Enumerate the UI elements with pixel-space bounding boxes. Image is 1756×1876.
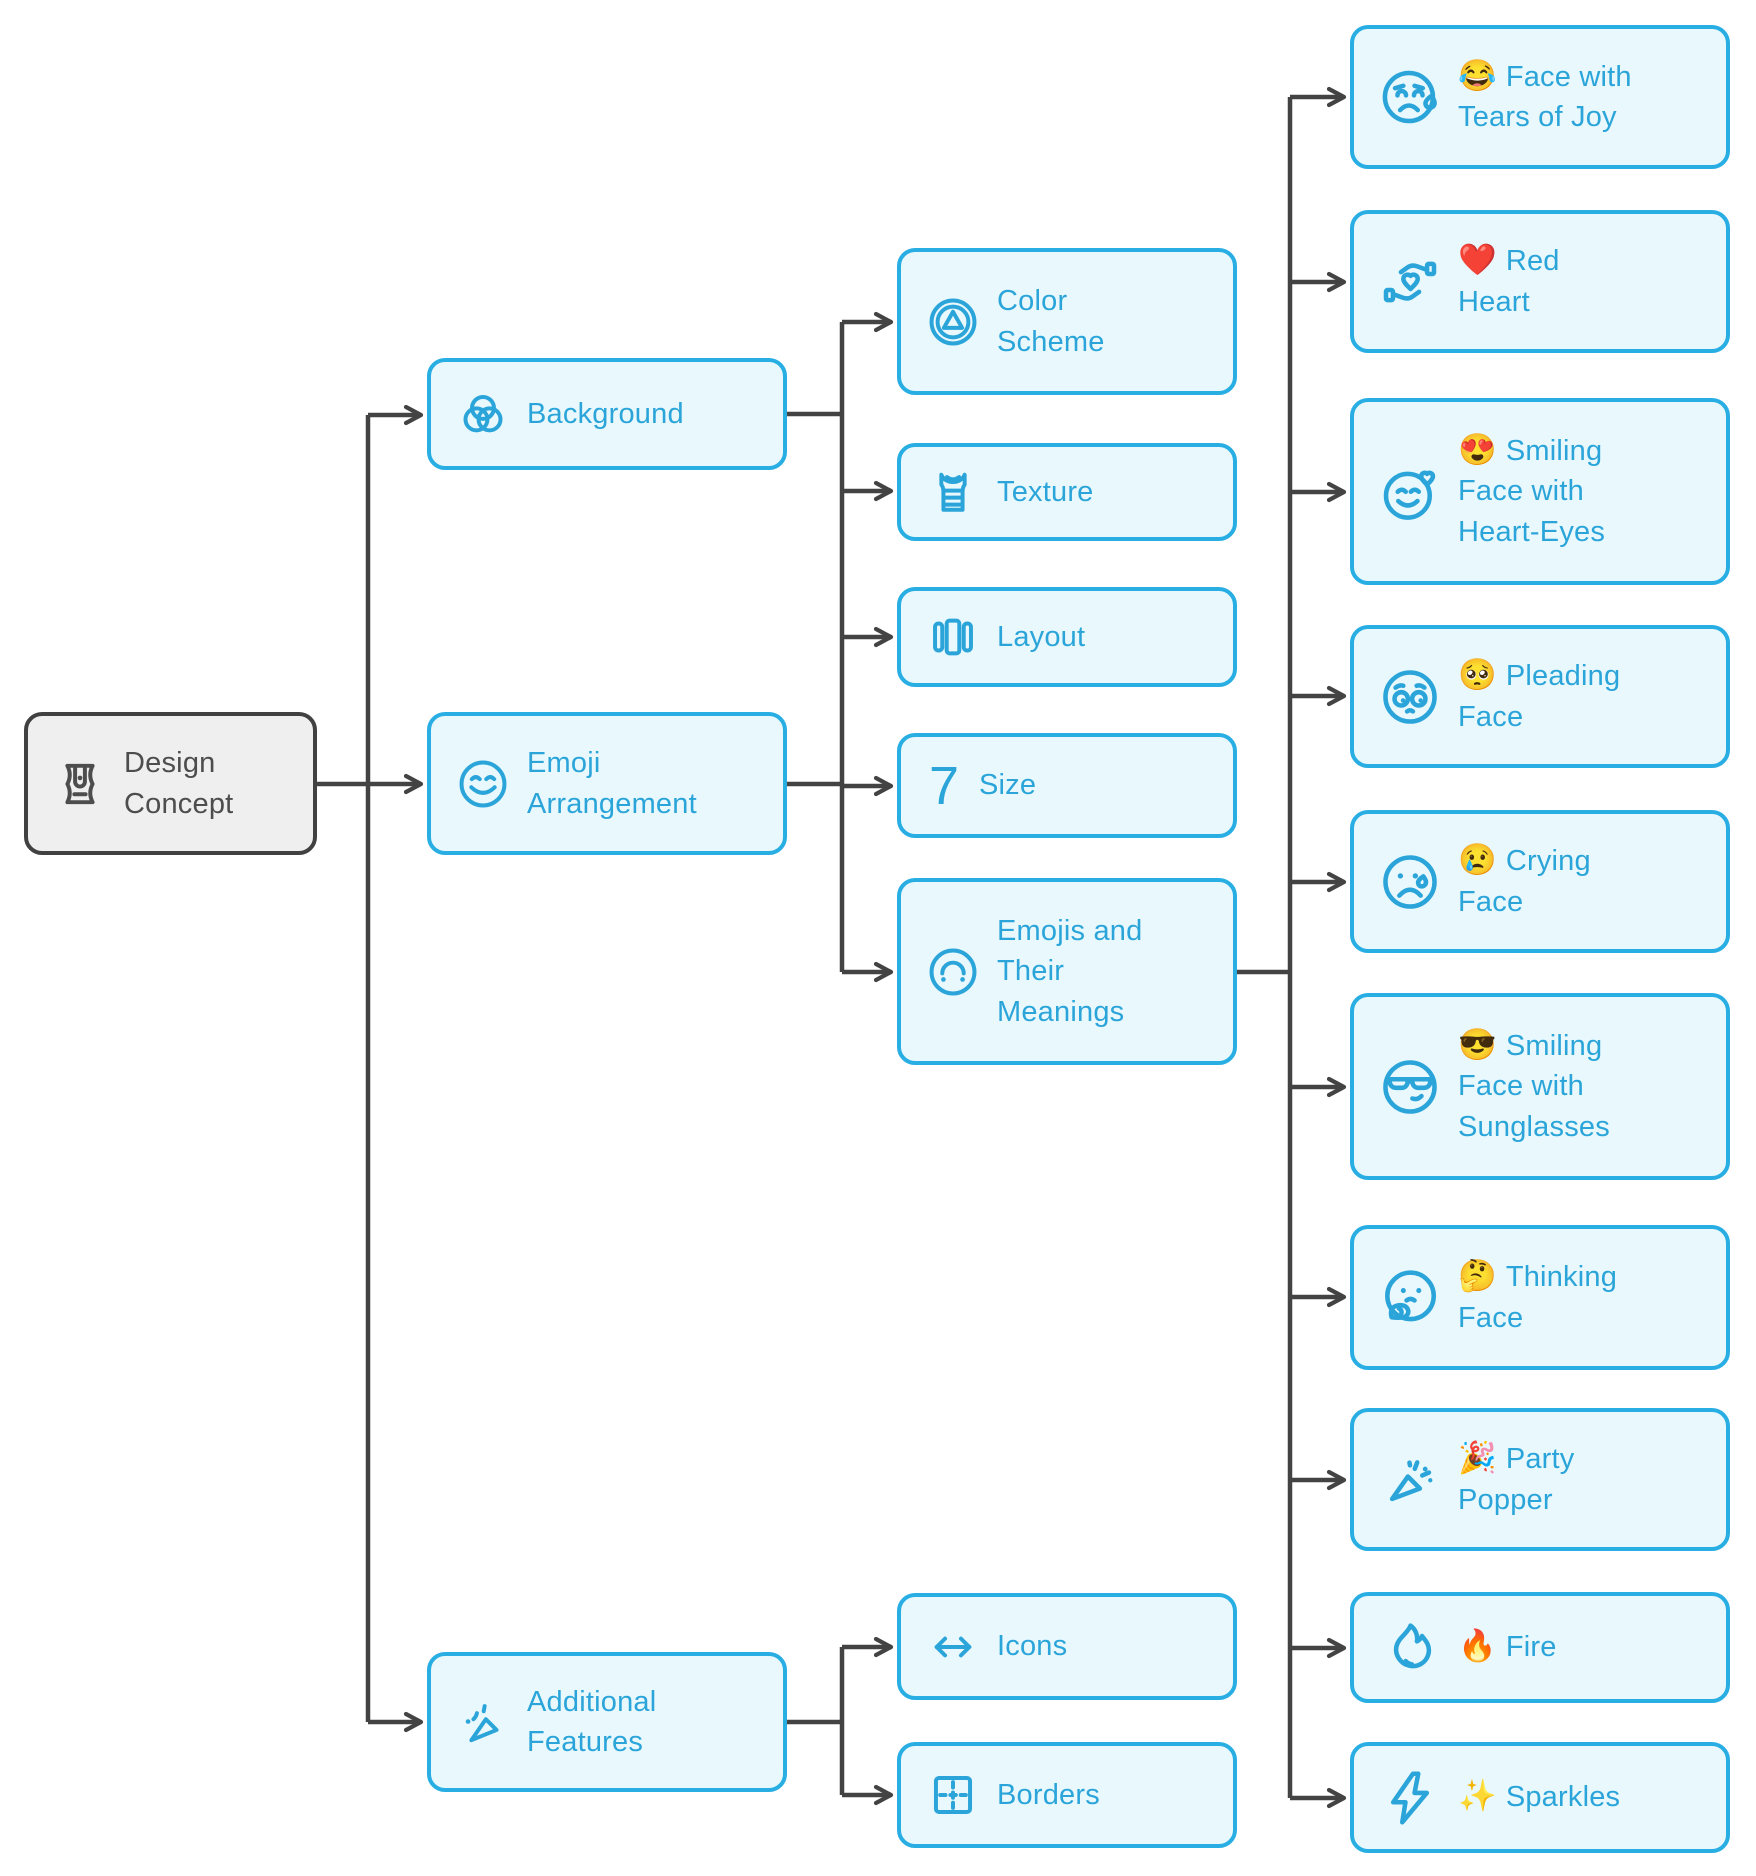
node-label: Size: [979, 769, 1037, 802]
node-crying-face: 😢Crying Face: [1350, 810, 1730, 953]
node-smiling-face-with-sunglasses: 😎Smiling Face with Sunglasses: [1350, 993, 1730, 1180]
node-label: 😢Crying Face: [1458, 842, 1591, 918]
node-layout: Layout: [897, 587, 1237, 687]
thinking-face-icon: [1385, 1269, 1436, 1321]
color-circles-icon: [463, 394, 503, 433]
node-label: Color Scheme: [997, 285, 1105, 358]
sunglasses-emoji: 😎: [1458, 1027, 1497, 1063]
node-borders: Borders: [897, 1742, 1237, 1848]
thinking-emoji: 🤔: [1458, 1258, 1497, 1294]
party-popper-emoji: 🎉: [1458, 1440, 1497, 1476]
node-label: 🔥Fire: [1458, 1628, 1557, 1664]
face-with-heart-icon: [1383, 470, 1436, 520]
node-label: 🎉Party Popper: [1458, 1440, 1575, 1516]
node-label: Design Concept: [124, 747, 234, 820]
crying-face-icon: [1383, 854, 1437, 909]
lightning-bolt-icon: [1390, 1770, 1430, 1825]
node-label: Borders: [997, 1778, 1100, 1811]
hands-holding-heart-icon: [1383, 261, 1437, 302]
party-cone-icon: [465, 1704, 499, 1743]
node-label: Emojis and Their Meanings: [997, 915, 1143, 1028]
node-design-concept: Design Concept: [24, 712, 317, 855]
node-party-popper: 🎉Party Popper: [1350, 1408, 1730, 1551]
node-pleading-face: 🥺Pleading Face: [1350, 625, 1730, 768]
left-right-arrow-icon: [934, 1636, 972, 1657]
columns-layout-icon: [933, 618, 973, 656]
node-red-heart: ❤️Red Heart: [1350, 210, 1730, 353]
heart-eyes-emoji: 😍: [1458, 432, 1497, 468]
sparkles-emoji: ✨: [1458, 1778, 1497, 1814]
striped-vest-icon: [939, 472, 967, 512]
pleading-emoji: 🥺: [1458, 657, 1497, 693]
node-texture: Texture: [897, 443, 1237, 541]
sad-face-tear-icon: [1382, 70, 1437, 124]
node-smiling-face-with-heart-eyes: 😍Smiling Face with Heart-Eyes: [1350, 398, 1730, 585]
node-emoji-arrangement: Emoji Arrangement: [427, 712, 787, 855]
crying-emoji: 😢: [1458, 842, 1497, 878]
node-size: 7 Size: [897, 733, 1237, 838]
border-square-icon: [933, 1775, 973, 1815]
node-sparkles: ✨Sparkles: [1350, 1742, 1730, 1853]
node-label: Layout: [997, 620, 1086, 653]
pencil-sharpener-icon: [65, 763, 95, 804]
node-label: Additional Features: [527, 1685, 657, 1758]
node-color-scheme: Color Scheme: [897, 248, 1237, 395]
node-background: Background: [427, 358, 787, 470]
smiley-face-icon: [459, 760, 507, 807]
node-label: Emoji Arrangement: [527, 747, 697, 820]
node-label: ✨Sparkles: [1458, 1778, 1621, 1814]
node-label: 🥺Pleading Face: [1458, 657, 1621, 733]
node-label: ❤️Red Heart: [1458, 242, 1560, 318]
flame-icon: [1393, 1622, 1432, 1668]
node-label: Texture: [997, 475, 1094, 508]
node-additional-features: Additional Features: [427, 1652, 787, 1792]
node-face-with-tears-of-joy: 😂Face with Tears of Joy: [1350, 25, 1730, 169]
node-icons: Icons: [897, 1593, 1237, 1700]
node-label: 😎Smiling Face with Sunglasses: [1458, 1027, 1610, 1143]
node-label: 😂Face with Tears of Joy: [1458, 57, 1632, 133]
node-fire: 🔥Fire: [1350, 1592, 1730, 1703]
color-wheel-icon: [929, 298, 977, 345]
upside-down-smiley-icon: [929, 948, 977, 995]
tears-of-joy-emoji: 😂: [1458, 57, 1497, 93]
party-popper-icon: [1389, 1459, 1433, 1501]
node-emojis-and-their-meanings: Emojis and Their Meanings: [897, 878, 1237, 1065]
node-thinking-face: 🤔Thinking Face: [1350, 1225, 1730, 1370]
sunglasses-face-icon: [1383, 1059, 1437, 1114]
node-label: Icons: [997, 1630, 1068, 1663]
red-heart-emoji: ❤️: [1458, 242, 1497, 278]
numeral-seven-icon: 7: [928, 755, 960, 816]
fire-emoji: 🔥: [1458, 1628, 1497, 1664]
node-label: 🤔Thinking Face: [1458, 1258, 1618, 1334]
node-label: 😍Smiling Face with Heart-Eyes: [1458, 432, 1606, 548]
node-label: Background: [527, 397, 684, 430]
pleading-face-icon: [1383, 669, 1437, 724]
